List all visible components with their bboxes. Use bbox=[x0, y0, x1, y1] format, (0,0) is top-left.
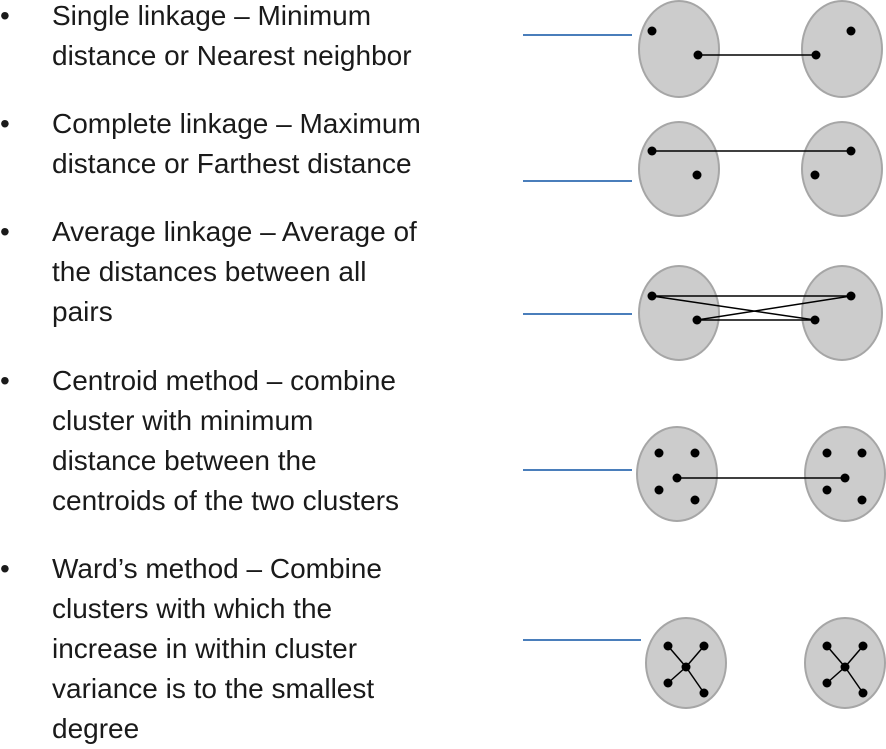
item-line: distance between the bbox=[52, 445, 317, 476]
item-line: increase in within cluster bbox=[52, 633, 358, 664]
bullet-average-linkage: • bbox=[0, 216, 10, 247]
point bbox=[647, 291, 657, 301]
point bbox=[858, 688, 868, 698]
diagram-wards-method bbox=[523, 617, 886, 709]
bullet-single-linkage: • bbox=[0, 0, 10, 31]
point bbox=[822, 485, 832, 495]
link-line bbox=[667, 645, 687, 668]
item-line: Complete linkage – Maximum bbox=[52, 108, 421, 139]
point bbox=[690, 448, 700, 458]
point bbox=[846, 26, 856, 36]
diagram-centroid-method bbox=[523, 426, 886, 522]
point bbox=[810, 315, 820, 325]
item-line: Centroid method – combine bbox=[52, 365, 396, 396]
link-line bbox=[826, 645, 846, 668]
cluster-left bbox=[638, 0, 720, 98]
diagram-average-linkage bbox=[523, 265, 883, 361]
link-line bbox=[844, 645, 864, 668]
point bbox=[692, 315, 702, 325]
item-complete-linkage: Complete linkage – Maximum distance or F… bbox=[52, 104, 492, 184]
point bbox=[693, 50, 703, 60]
point bbox=[681, 662, 691, 672]
bullet-complete-linkage: • bbox=[0, 108, 10, 139]
item-line: the distances between all bbox=[52, 256, 367, 287]
point bbox=[822, 678, 832, 688]
item-line: variance is to the smallest bbox=[52, 673, 375, 704]
point bbox=[822, 448, 832, 458]
item-wards-method: Ward’s method – Combine clusters with wh… bbox=[52, 549, 492, 749]
link-line bbox=[685, 645, 705, 668]
point bbox=[690, 495, 700, 505]
diagram-complete-linkage bbox=[523, 121, 883, 217]
item-line: Average linkage – Average of bbox=[52, 216, 417, 247]
point bbox=[857, 495, 867, 505]
cluster-left bbox=[638, 121, 720, 217]
link-line bbox=[844, 666, 864, 694]
item-line: pairs bbox=[52, 296, 113, 327]
point bbox=[647, 26, 657, 36]
item-single-linkage: Single linkage – Minimum distance or Nea… bbox=[52, 0, 492, 76]
bullet-centroid-method: • bbox=[0, 365, 10, 396]
cluster-right bbox=[801, 121, 883, 217]
point bbox=[654, 448, 664, 458]
item-line: Ward’s method – Combine bbox=[52, 553, 382, 584]
point bbox=[810, 170, 820, 180]
cluster-right bbox=[801, 0, 883, 98]
point bbox=[672, 473, 682, 483]
item-line: distance or Nearest neighbor bbox=[52, 40, 412, 71]
link-line bbox=[651, 295, 816, 321]
link-line bbox=[696, 295, 852, 321]
point bbox=[654, 485, 664, 495]
point bbox=[663, 678, 673, 688]
point bbox=[846, 146, 856, 156]
link-line bbox=[685, 666, 705, 694]
diagram-single-linkage bbox=[523, 0, 883, 98]
cluster-left bbox=[638, 265, 720, 361]
point bbox=[692, 170, 702, 180]
bullet-wards-method: • bbox=[0, 553, 10, 584]
point bbox=[699, 641, 709, 651]
point bbox=[663, 641, 673, 651]
point bbox=[811, 50, 821, 60]
cluster-right bbox=[801, 265, 883, 361]
point bbox=[840, 473, 850, 483]
point bbox=[840, 662, 850, 672]
item-average-linkage: Average linkage – Average of the distanc… bbox=[52, 212, 492, 332]
point bbox=[858, 641, 868, 651]
point bbox=[857, 448, 867, 458]
point bbox=[699, 688, 709, 698]
item-line: centroids of the two clusters bbox=[52, 485, 400, 516]
point bbox=[822, 641, 832, 651]
point bbox=[647, 146, 657, 156]
item-centroid-method: Centroid method – combine cluster with m… bbox=[52, 361, 492, 521]
item-line: Single linkage – Minimum bbox=[52, 0, 372, 31]
item-line: distance or Farthest distance bbox=[52, 148, 412, 179]
item-line: cluster with minimum bbox=[52, 405, 314, 436]
item-line: clusters with which the bbox=[52, 593, 333, 624]
point bbox=[846, 291, 856, 301]
item-line: degree bbox=[52, 713, 140, 744]
